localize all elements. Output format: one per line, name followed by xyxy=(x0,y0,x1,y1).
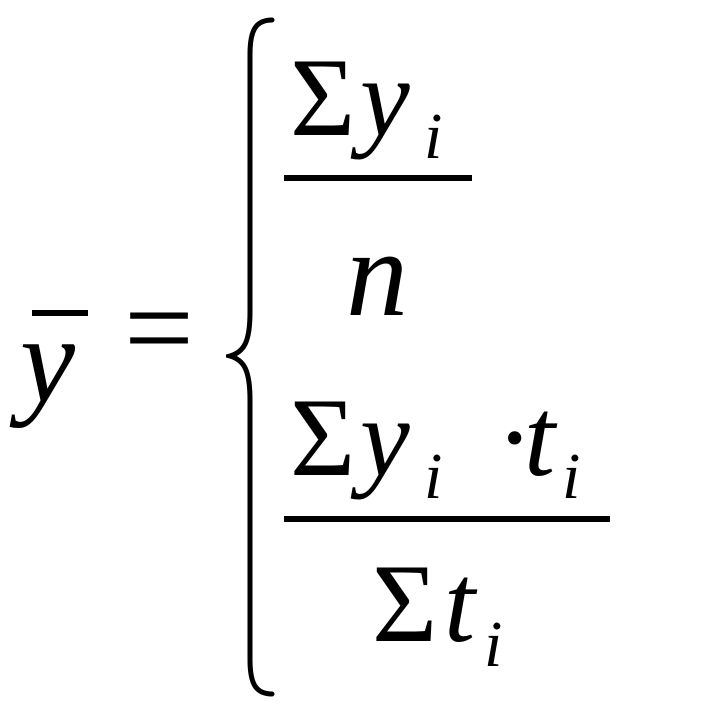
case1-fraction-bar xyxy=(284,175,472,181)
case2-num-subscript-2: i xyxy=(562,440,581,513)
case2-den-variable: t xyxy=(444,542,476,666)
case2-num-variable: y xyxy=(360,376,410,500)
case2-num-subscript: i xyxy=(424,440,443,513)
left-brace xyxy=(226,17,275,697)
case1-sigma: Σ xyxy=(290,36,356,160)
case1-num-subscript: i xyxy=(424,100,443,173)
case2-fraction-bar xyxy=(284,516,610,522)
overbar xyxy=(32,310,88,316)
case2-num-variable-2: t xyxy=(524,376,556,500)
case1-num-variable: y xyxy=(360,36,410,160)
case1-denominator: n xyxy=(346,205,408,342)
case2-den-subscript: i xyxy=(484,608,503,681)
case2-sigma: Σ xyxy=(290,376,356,500)
lhs-variable: y xyxy=(20,291,76,428)
case2-den-sigma: Σ xyxy=(372,542,438,666)
equals-sign: = xyxy=(124,259,194,396)
case2-dot: · xyxy=(496,376,534,500)
